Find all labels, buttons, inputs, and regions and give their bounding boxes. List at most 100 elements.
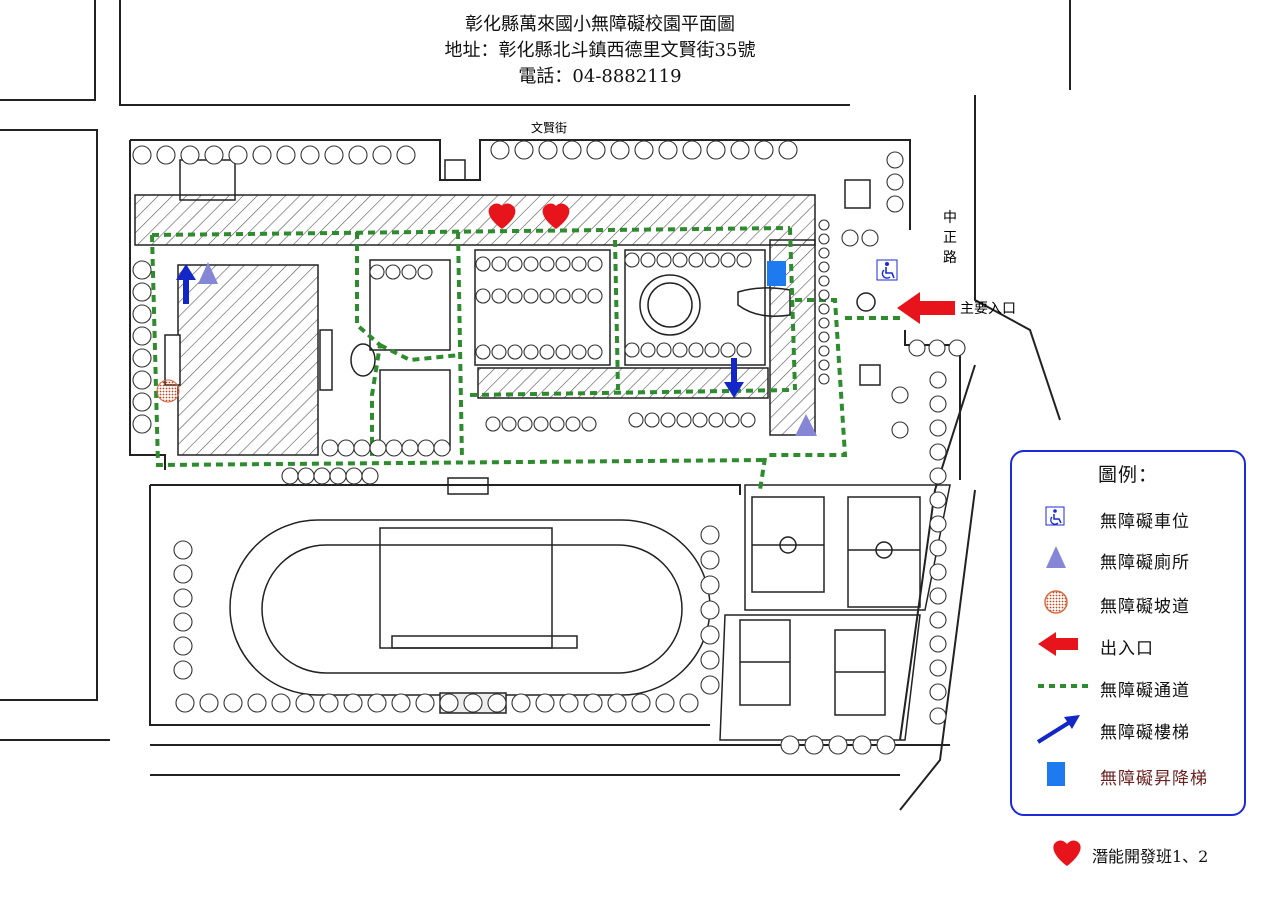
tree [610, 140, 630, 160]
tree [562, 140, 582, 160]
tree [533, 416, 549, 432]
tree [700, 550, 720, 570]
tree [401, 439, 419, 457]
tree [818, 247, 830, 259]
dotted-line-icon [1038, 684, 1090, 688]
tree [415, 693, 435, 713]
tree [490, 140, 510, 160]
tree [929, 491, 947, 509]
tree [132, 414, 152, 434]
tree [607, 693, 627, 713]
tree [565, 416, 581, 432]
tree [948, 339, 966, 357]
tree [281, 467, 299, 485]
tree [583, 693, 603, 713]
tree [828, 735, 848, 755]
tree [321, 439, 339, 457]
tree [754, 140, 774, 160]
tree [313, 467, 331, 485]
legend-item-elevator: 無障礙昇降梯 [1012, 754, 1244, 794]
tree [644, 412, 660, 428]
tree [337, 439, 355, 457]
tree [369, 439, 387, 457]
tree [655, 693, 675, 713]
legend-item-path: 無障礙通道 [1012, 666, 1244, 706]
tree [539, 344, 555, 360]
tree [491, 256, 507, 272]
tree [555, 288, 571, 304]
tree [361, 467, 379, 485]
tree [704, 342, 720, 358]
heart-icon [1053, 840, 1081, 866]
tree [433, 439, 451, 457]
special-class-note: 潛能開發班1、2 [1050, 838, 1270, 868]
tree [173, 636, 193, 656]
tree [223, 693, 243, 713]
tree [507, 344, 523, 360]
tree [132, 370, 152, 390]
tree [276, 145, 296, 165]
tree [417, 264, 433, 280]
legend-title: 圖例： [1097, 464, 1158, 486]
left-arrow-icon [1038, 632, 1078, 656]
legend-item-entrance: 出入口 [1012, 624, 1244, 664]
tree [929, 539, 947, 557]
tree [682, 140, 702, 160]
tree [319, 693, 339, 713]
elevator-icon [767, 261, 786, 286]
tree [523, 344, 539, 360]
tree [538, 140, 558, 160]
tree [343, 693, 363, 713]
tree [372, 145, 392, 165]
tree [345, 467, 363, 485]
tree [708, 412, 724, 428]
tree [660, 412, 676, 428]
tree [199, 693, 219, 713]
tree [491, 288, 507, 304]
tree [173, 660, 193, 680]
wheelchair-parking-icon [876, 259, 898, 281]
legend-label: 無障礙樓梯 [1100, 723, 1190, 743]
note-label: 潛能開發班1、2 [1092, 847, 1209, 866]
tree [679, 693, 699, 713]
tree [656, 342, 672, 358]
square-icon [1047, 762, 1065, 786]
tree [252, 145, 272, 165]
tree [886, 151, 904, 169]
tree [132, 145, 152, 165]
tree [700, 650, 720, 670]
tree [706, 140, 726, 160]
tree [581, 416, 597, 432]
tree [886, 195, 904, 213]
legend-item-ramp: 無障礙坡道 [1012, 582, 1244, 622]
tree [929, 611, 947, 629]
tree [861, 229, 879, 247]
tree [688, 342, 704, 358]
triangle-icon [1046, 546, 1066, 568]
courts [719, 484, 951, 741]
tree [132, 326, 152, 346]
tree [329, 467, 347, 485]
tree [300, 145, 320, 165]
tree [204, 145, 224, 165]
tree [818, 219, 830, 231]
tree [929, 563, 947, 581]
tree [571, 256, 587, 272]
tree [692, 412, 708, 428]
tree [463, 693, 483, 713]
legend-label: 無障礙車位 [1100, 512, 1190, 532]
tree [173, 588, 193, 608]
legend-label: 無障礙廁所 [1100, 553, 1190, 573]
tree [724, 412, 740, 428]
tree [658, 140, 678, 160]
tree-rows [132, 140, 966, 755]
tree [396, 145, 416, 165]
tree [173, 564, 193, 584]
tree [818, 359, 830, 371]
legend-label: 出入口 [1100, 639, 1154, 659]
tree [672, 252, 688, 268]
tree [348, 145, 368, 165]
diagonal-arrow-icon [1036, 715, 1080, 744]
tree [700, 625, 720, 645]
tree [780, 735, 800, 755]
